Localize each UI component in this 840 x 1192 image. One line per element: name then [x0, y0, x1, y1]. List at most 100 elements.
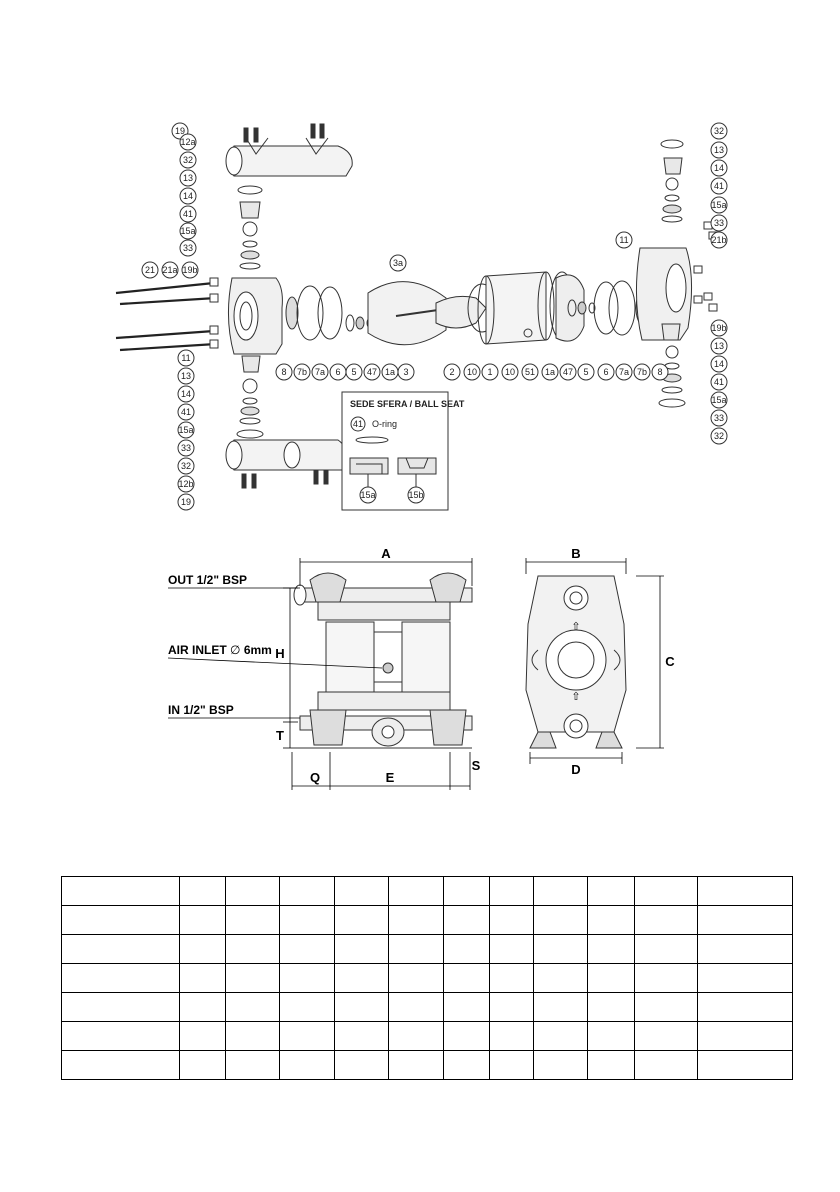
table-cell	[587, 934, 635, 964]
table-cell	[179, 1050, 226, 1080]
table-cell	[179, 905, 226, 935]
table-cell	[489, 1021, 534, 1051]
table-cell	[587, 905, 635, 935]
part-bubble	[710, 409, 728, 427]
part-bubble	[179, 133, 197, 151]
part-bubble	[363, 363, 381, 381]
part-bubble	[615, 231, 633, 249]
table-cell	[388, 934, 444, 964]
part-number-label: 1	[487, 367, 492, 377]
part-number-label: 19b	[711, 323, 726, 333]
air-inlet-callout: AIR INLET ∅ 6mm	[168, 643, 272, 657]
table-cell	[634, 1050, 698, 1080]
table-cell	[279, 1021, 335, 1051]
table-cell	[587, 963, 635, 993]
specification-table	[61, 876, 793, 1080]
part-bubble	[710, 319, 728, 337]
part-number-label: 33	[714, 413, 724, 423]
part-number-label: 32	[183, 155, 193, 165]
table-cell	[634, 992, 698, 1022]
part-number-label: 7a	[619, 367, 629, 377]
part-number-label: 7b	[297, 367, 307, 377]
table-row	[61, 992, 793, 1022]
dim-e: E	[386, 770, 395, 785]
part-bubble	[275, 363, 293, 381]
part-bubble	[345, 363, 363, 381]
part-number-label: 8	[281, 367, 286, 377]
pump-front-view	[293, 572, 473, 749]
ball-seat-title: SEDE SFERA / BALL SEAT	[350, 399, 465, 409]
part-number-label: 8	[657, 367, 662, 377]
dim-s: S	[472, 758, 481, 773]
left-housing	[227, 277, 283, 355]
part-bubble	[161, 261, 179, 279]
table-cell	[388, 876, 444, 906]
table-cell	[61, 1021, 180, 1051]
svg-text:⇧: ⇧	[571, 691, 580, 703]
table-cell	[697, 876, 793, 906]
table-cell	[334, 905, 389, 935]
part-bubble	[541, 363, 559, 381]
top-manifold	[225, 123, 353, 177]
table-cell	[388, 905, 444, 935]
part-number-label: 2	[449, 367, 454, 377]
table-cell	[533, 992, 588, 1022]
part-number-label: 19b	[182, 265, 197, 275]
part-number-label: 14	[714, 359, 724, 369]
part-bubble	[710, 159, 728, 177]
table-cell	[587, 1050, 635, 1080]
part-bubble	[389, 254, 407, 272]
oring-label: O-ring	[372, 419, 397, 429]
table-cell	[533, 1021, 588, 1051]
part-bubble	[463, 363, 481, 381]
part-number-label: 12a	[180, 137, 195, 147]
table-cell	[489, 905, 534, 935]
table-cell	[533, 934, 588, 964]
table-cell	[61, 963, 180, 993]
part-bubble	[443, 363, 461, 381]
diameter-symbol: ∅	[230, 643, 240, 657]
part-bubble	[311, 363, 329, 381]
part-bubble	[710, 214, 728, 232]
table-cell	[533, 1050, 588, 1080]
table-cell	[334, 992, 389, 1022]
table-cell	[697, 1021, 793, 1051]
dim-t: T	[276, 728, 284, 743]
part-bubble	[177, 349, 195, 367]
inlet-callout: IN 1/2" BSP	[168, 703, 234, 717]
part-number-label: 15a	[711, 200, 726, 210]
table-cell	[334, 1050, 389, 1080]
part-bubble	[710, 355, 728, 373]
table-cell	[334, 963, 389, 993]
table-cell	[334, 876, 389, 906]
part-bubble	[179, 222, 197, 240]
part-bubble	[179, 187, 197, 205]
part-number-label: 33	[714, 218, 724, 228]
table-cell	[388, 992, 444, 1022]
part-number-label: 51	[525, 367, 535, 377]
table-cell	[225, 876, 280, 906]
table-cell	[634, 1021, 698, 1051]
part-number-label: 32	[714, 126, 724, 136]
part-bubble	[293, 363, 311, 381]
part-bubble	[710, 373, 728, 391]
part-number-label: 7b	[637, 367, 647, 377]
part-bubble	[577, 363, 595, 381]
table-cell	[489, 1050, 534, 1080]
table-cell	[179, 963, 226, 993]
part-number-label: 47	[563, 367, 573, 377]
table-cell	[697, 1050, 793, 1080]
table-cell	[179, 1021, 226, 1051]
air-inlet-prefix: AIR INLET	[168, 643, 227, 657]
part-bubble	[633, 363, 651, 381]
table-cell	[279, 992, 335, 1022]
table-cell	[443, 905, 490, 935]
dim-q: Q	[310, 770, 320, 785]
part-number-label: 5	[583, 367, 588, 377]
table-cell	[443, 963, 490, 993]
part-number-label: 13	[183, 173, 193, 183]
dim-c: C	[665, 654, 675, 669]
part-bubble	[710, 427, 728, 445]
table-cell	[179, 992, 226, 1022]
table-row	[61, 876, 793, 906]
